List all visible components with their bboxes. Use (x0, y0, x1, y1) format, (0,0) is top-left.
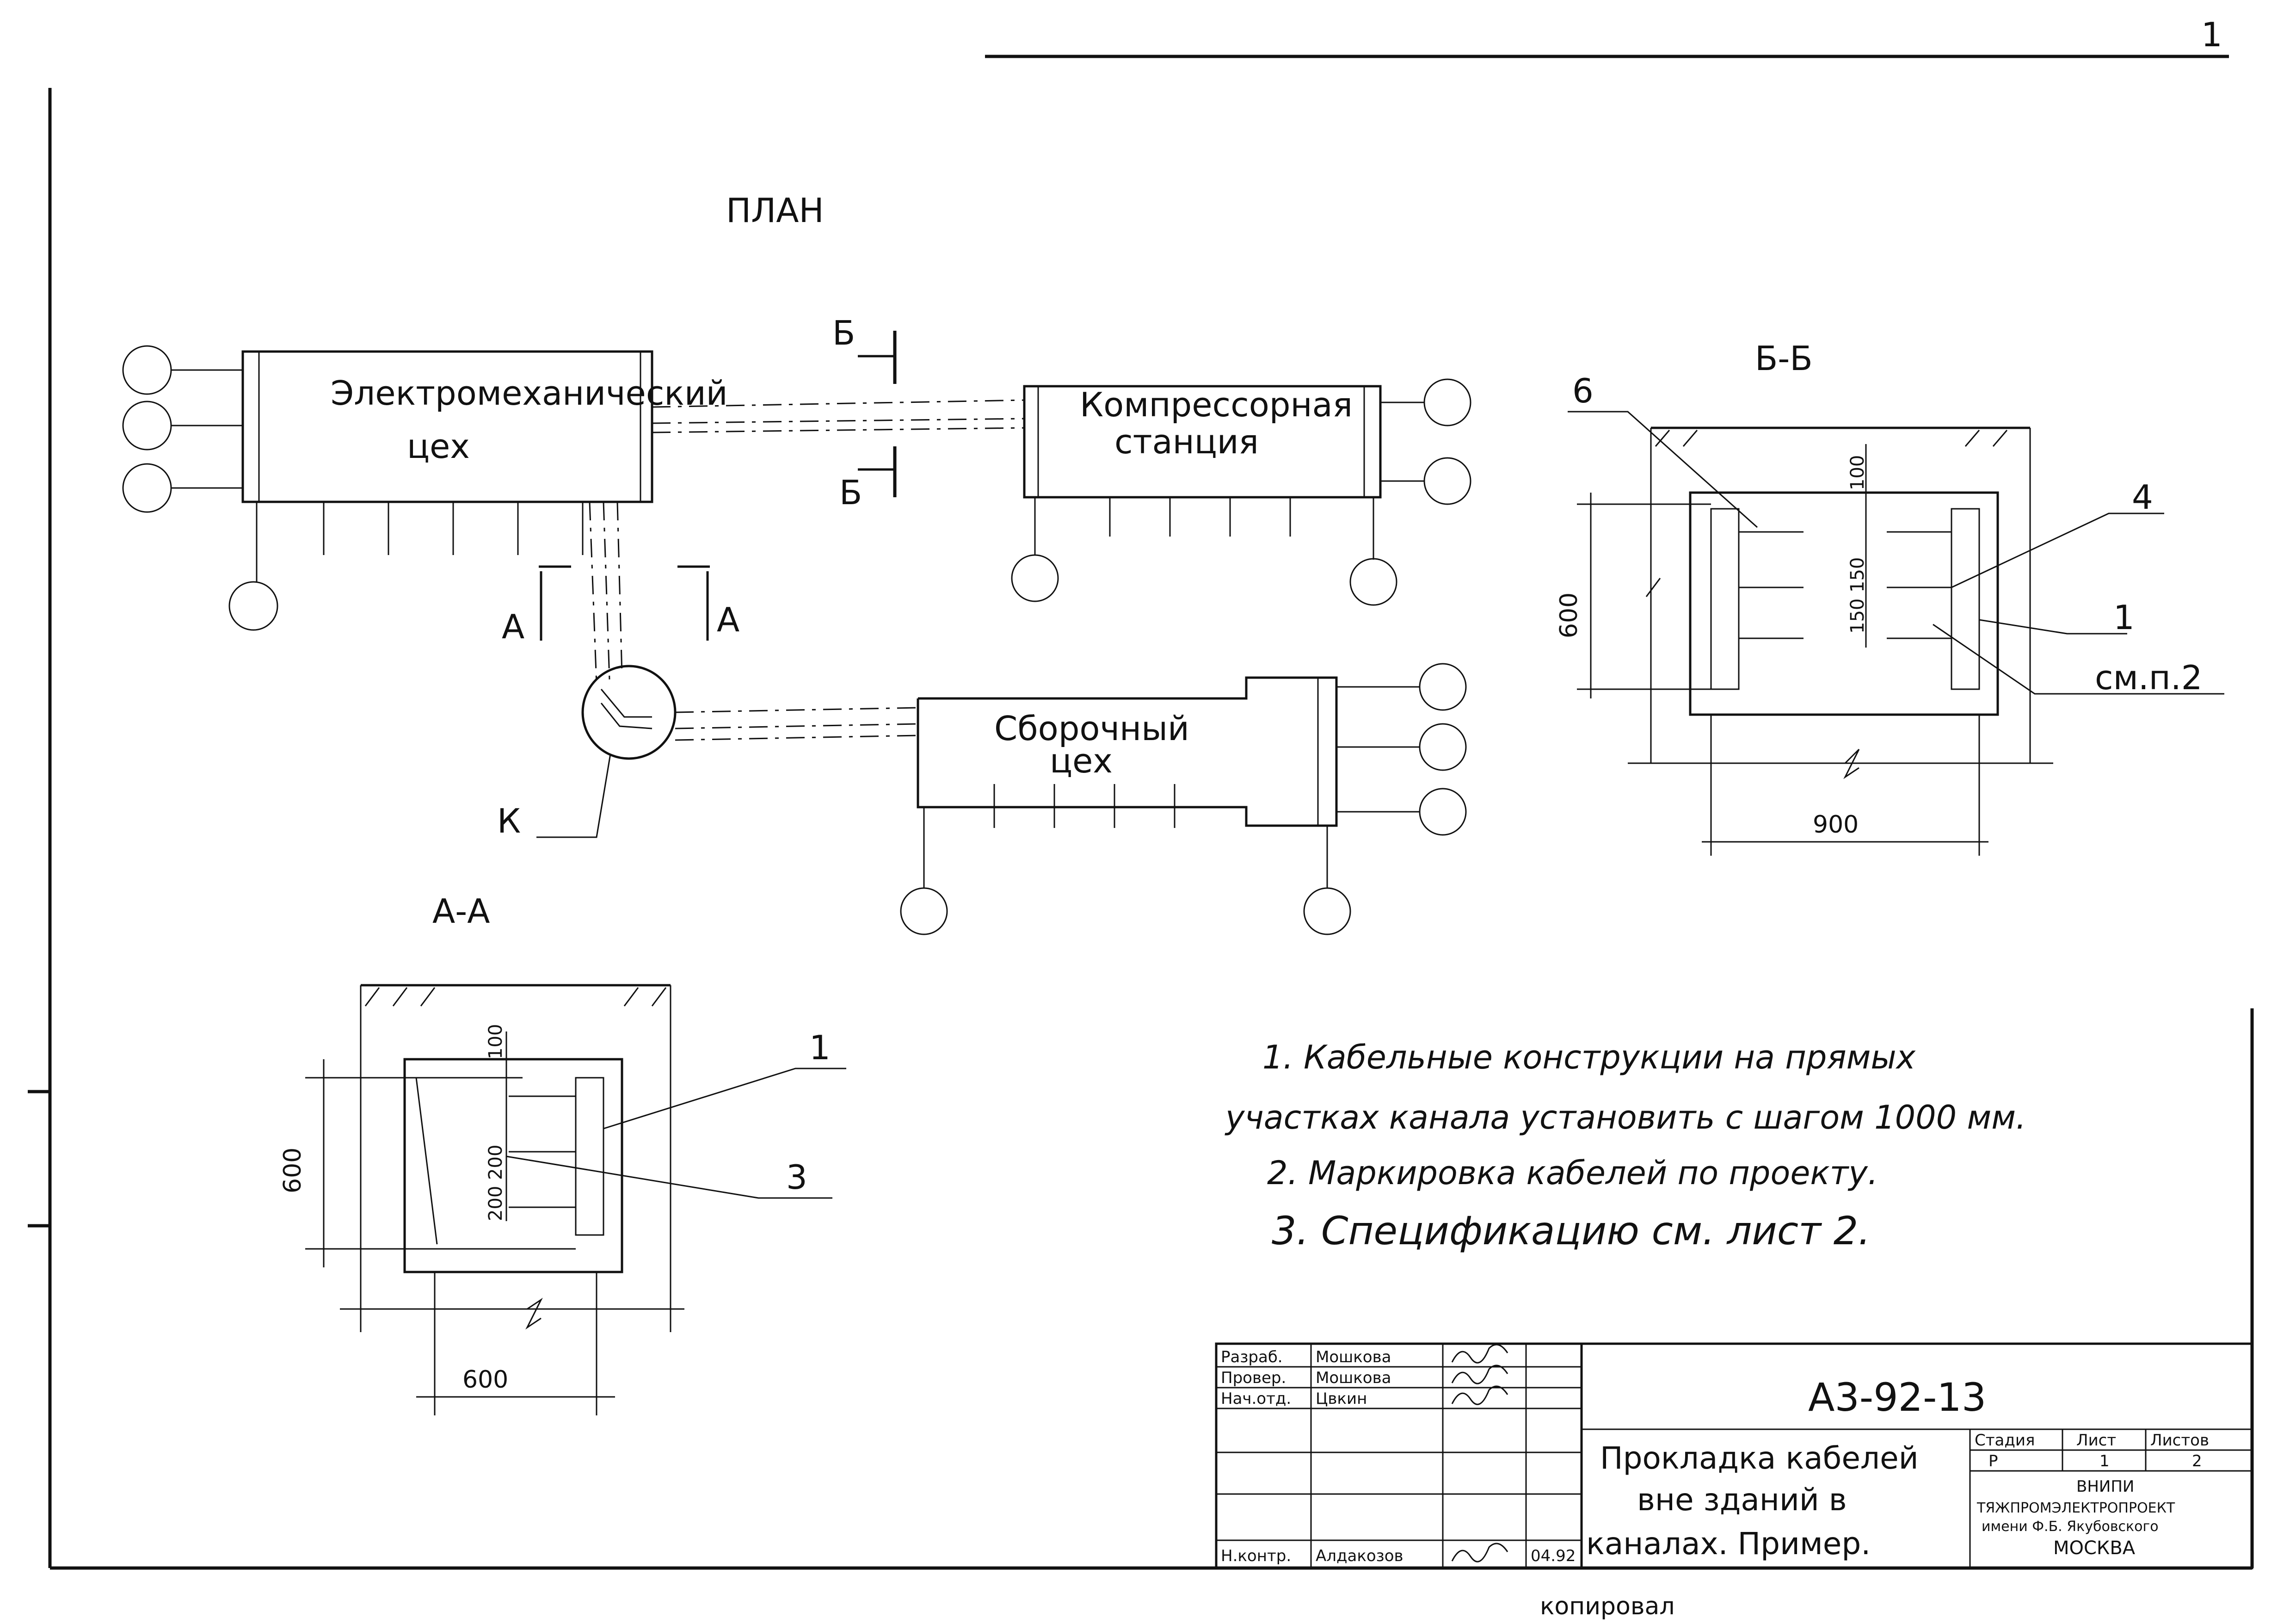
tb-org-4: МОСКВА (2053, 1538, 2136, 1559)
aa-dim-width: 600 (462, 1366, 508, 1394)
section-aa-title: А-А (432, 892, 490, 931)
electromech-label-1: Электромеханический (331, 374, 727, 413)
bb-dim-shelves: 150 150 (1847, 557, 1868, 634)
tb-role-1: Разраб. (1221, 1348, 1283, 1366)
bb-dim-height: 600 (1555, 593, 1583, 638)
building-compressor (1011, 378, 1471, 606)
tb-role-2: Провер. (1221, 1369, 1286, 1387)
tb-doc-code: А3-92-13 (1808, 1375, 1986, 1420)
signatures (1451, 1344, 1508, 1562)
tb-title-2: вне зданий в (1637, 1482, 1847, 1518)
aa-dim-shelves: 200 200 (485, 1145, 506, 1221)
aa-callout-3: 3 (786, 1158, 807, 1197)
bb-callout-6: 6 (1572, 371, 1594, 410)
section-a-left: А (502, 607, 524, 646)
tb-hdr-sheet: Лист (2076, 1431, 2116, 1450)
assembly-label-2: цех (1050, 741, 1113, 780)
tb-name-2: Мошкова (1316, 1369, 1391, 1387)
bb-callout-see: см.п.2 (2095, 658, 2203, 697)
electromech-label-2: цех (407, 427, 470, 466)
page-number: 1 (2201, 15, 2222, 54)
bb-callout-1: 1 (2113, 598, 2135, 637)
tb-org-1: ВНИПИ (2076, 1477, 2134, 1496)
building-electromech (122, 345, 653, 631)
tb-name-4: Алдакозов (1316, 1547, 1403, 1565)
tb-role-4: Н.контр. (1221, 1547, 1291, 1565)
section-b-top: Б (832, 314, 855, 352)
cable-channels (589, 399, 1025, 741)
tb-hdr-sheets: Листов (2150, 1431, 2209, 1450)
section-aa-drawing (305, 984, 846, 1415)
tb-hdr-stage: Стадия (1975, 1431, 2035, 1450)
tb-name-1: Мошкова (1316, 1348, 1391, 1366)
tb-role-3: Нач.отд. (1221, 1389, 1291, 1408)
tb-name-3: Цвкин (1316, 1389, 1367, 1408)
notes: 1. Кабельные конструкции на прямых участ… (1225, 1038, 2026, 1254)
node-k (536, 665, 677, 838)
tb-org-3: имени Ф.Б. Якубовского (1982, 1519, 2159, 1535)
section-mark-b (858, 331, 897, 497)
footer-text: копировал (1540, 1593, 1675, 1620)
plan-title: ПЛАН (726, 191, 824, 230)
aa-dim-height: 600 (279, 1148, 307, 1193)
section-bb-drawing (1568, 411, 2224, 856)
tb-val-sheets: 2 (2192, 1452, 2202, 1470)
tb-title-1: Прокладка кабелей (1600, 1440, 1919, 1476)
bb-callout-4: 4 (2132, 478, 2153, 517)
tb-date: 04.92 (1531, 1547, 1576, 1565)
tb-val-sheet: 1 (2099, 1452, 2110, 1470)
note-4: 3. Спецификацию см. лист 2. (1272, 1208, 1871, 1254)
title-block (1215, 1342, 2253, 1569)
building-assembly (900, 663, 1467, 935)
sheet-frame (28, 55, 2254, 1570)
tb-title-3: каналах. Пример. (1586, 1526, 1871, 1562)
aa-dim-top: 100 (485, 1024, 506, 1059)
section-mark-a (539, 565, 710, 641)
node-k-label: К (497, 802, 521, 840)
aa-callout-1: 1 (809, 1028, 831, 1067)
note-2: участках канала установить с шагом 1000 … (1225, 1099, 2026, 1136)
bb-dim-top: 100 (1847, 455, 1868, 490)
section-a-right: А (717, 600, 739, 639)
bb-dim-width: 900 (1813, 811, 1859, 839)
note-1: 1. Кабельные конструкции на прямых (1262, 1038, 1916, 1076)
note-3: 2. Маркировка кабелей по проекту. (1267, 1154, 1878, 1192)
compressor-label-2: станция (1114, 422, 1259, 461)
section-b-bottom: Б (839, 473, 862, 512)
section-bb-title: Б-Б (1755, 339, 1813, 378)
tb-val-stage: Р (1988, 1452, 1998, 1470)
tb-org-2: ТЯЖПРОМЭЛЕКТРОПРОЕКТ (1976, 1500, 2175, 1516)
compressor-label-1: Компрессорная (1080, 385, 1353, 424)
assembly-label-1: Сборочный (994, 709, 1189, 748)
